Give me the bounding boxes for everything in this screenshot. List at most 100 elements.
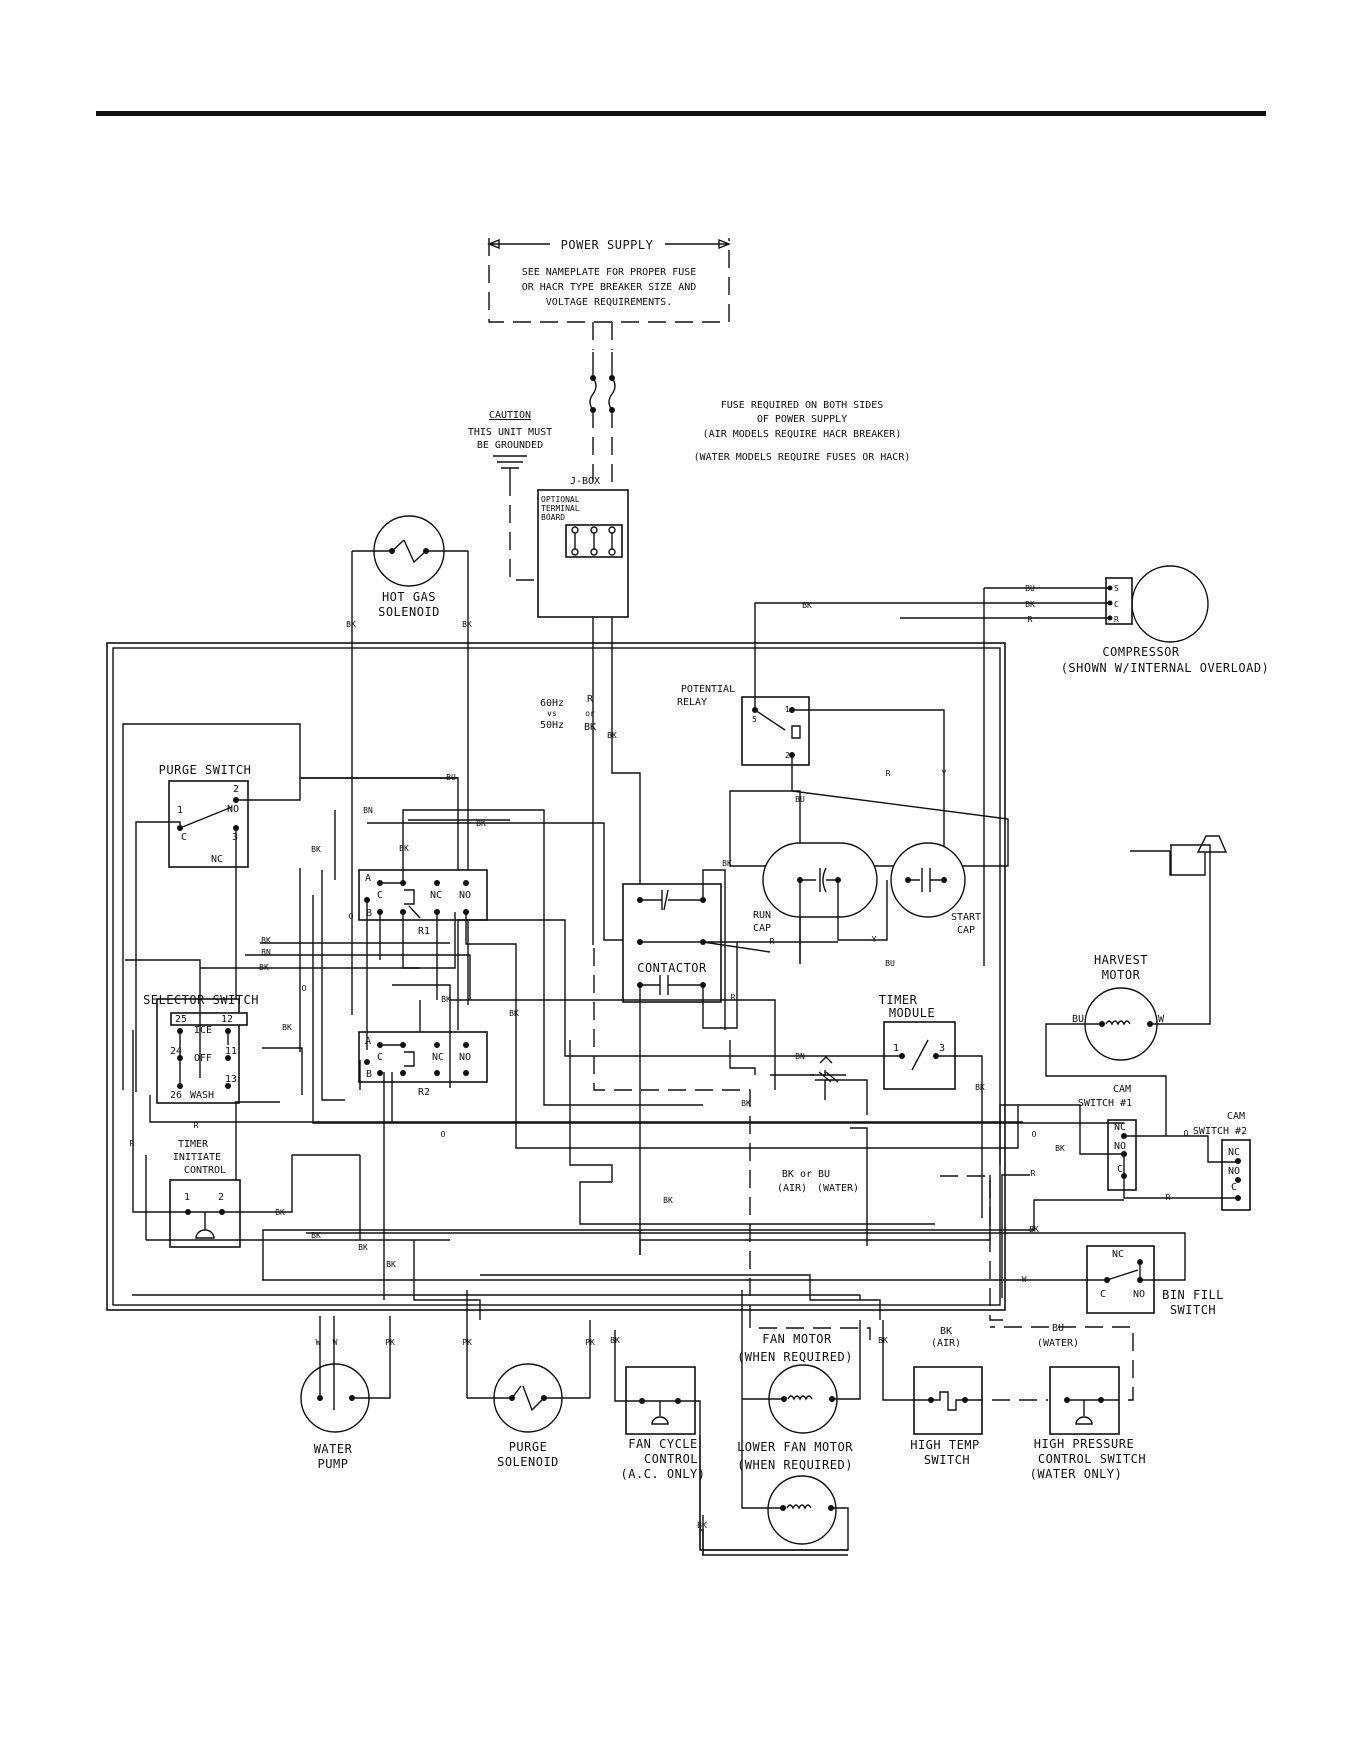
jbox-opt-1: OPTIONAL <box>541 495 580 504</box>
hz-bk: BK <box>584 722 596 733</box>
start-cap-label-1: START <box>951 912 981 923</box>
wire-code-label: PK <box>585 1338 595 1347</box>
cam2-no: NO <box>1228 1166 1240 1177</box>
wire-code-label: BU <box>1025 584 1035 593</box>
bk-air-label-1: BK <box>940 1326 952 1337</box>
wire-code-label: R <box>130 1139 135 1148</box>
fan-cycle-control: FAN CYCLE CONTROL (A.C. ONLY) <box>614 1330 705 1551</box>
compressor: S C R COMPRESSOR (SHOWN W/INTERNAL OVERL… <box>755 565 1269 966</box>
hm-wire-w: W <box>1158 1014 1165 1025</box>
potential-relay-box <box>741 696 810 766</box>
hz-label-1: 60Hz <box>540 698 564 709</box>
high-temp-label-2: SWITCH <box>924 1453 970 1467</box>
wire-code-label: BK <box>311 1231 321 1240</box>
r1-term-c: C <box>377 890 383 901</box>
timer-init-label-2: INITIATE <box>173 1152 221 1163</box>
wire-code-label: BK <box>722 859 732 868</box>
timer-init-label-1: TIMER <box>178 1139 209 1150</box>
pr-term-2: 2 <box>785 751 790 760</box>
hz-note: 60Hz vs 50Hz R or BK <box>540 617 641 945</box>
sel-term-12: 12 <box>221 1014 233 1025</box>
wire-code-label: BK <box>802 601 812 610</box>
r2-term-c: C <box>377 1052 383 1063</box>
capacitors: RUN CAP START CAP <box>753 842 981 962</box>
wire-code-label: W <box>316 1338 321 1347</box>
cam2-c: C <box>1231 1182 1237 1193</box>
r1-label: R1 <box>418 926 430 937</box>
wire-code-label: O <box>441 1130 446 1139</box>
hp-label-1: HIGH PRESSURE <box>1034 1437 1134 1451</box>
hm-wire-bu: BU <box>1072 1014 1084 1025</box>
comp-terminal-r: R <box>1114 615 1119 624</box>
caution-line-2: BE GROUNDED <box>477 440 543 451</box>
hz-label-2: vs <box>547 709 557 718</box>
cam1-no: NO <box>1114 1141 1126 1152</box>
wire-code-label: O <box>349 912 354 921</box>
wire-code-label: BK <box>358 1243 368 1252</box>
start-cap-symbol <box>890 842 966 918</box>
hot-gas-label-2: SOLENOID <box>378 605 440 619</box>
r2-term-nc: NC <box>432 1052 444 1063</box>
wire-code-label: BU <box>446 773 456 782</box>
cam1-label-2: SWITCH #1 <box>1078 1098 1132 1109</box>
wire-code-label: BU <box>795 795 805 804</box>
cam2-nc: NC <box>1228 1147 1240 1158</box>
wire-code-label: BK <box>462 620 472 629</box>
compressor-symbol <box>1131 565 1209 643</box>
wire-code-label: BK <box>399 844 409 853</box>
sel-term-24: 24 <box>170 1046 182 1057</box>
ps-term-no: NO <box>227 804 239 815</box>
wire-code-label: BK <box>975 1083 985 1092</box>
wire-code-label: BK <box>346 620 356 629</box>
wire-code-label: BK <box>311 845 321 854</box>
fuse-note-4: (WATER MODELS REQUIRE FUSES OR HACR) <box>694 452 911 463</box>
timer-initiate-control: TIMER INITIATE CONTROL 1 2 <box>132 1030 293 1248</box>
wire-code-label: R <box>194 1121 199 1130</box>
jbox-opt-3: BOARD <box>541 513 565 522</box>
fan-motor: FAN MOTOR (WHEN REQUIRED) <box>737 1320 861 1434</box>
wire-code-label: R <box>1031 1169 1036 1178</box>
compressor-label: COMPRESSOR <box>1102 645 1180 659</box>
wire-code-label: BK <box>386 1260 396 1269</box>
wire-code-label: O <box>1032 1130 1037 1139</box>
wire-code-label: PK <box>462 1338 472 1347</box>
wire-code-label: R <box>886 769 891 778</box>
contactor-label: CONTACTOR <box>637 961 707 975</box>
wire-code-label: BK <box>282 1023 292 1032</box>
purge-sol-label-2: SOLENOID <box>497 1455 559 1469</box>
hot-gas-solenoid: HOT GAS SOLENOID <box>351 515 469 1015</box>
wire-code-label: BN <box>261 948 271 957</box>
control-box-outer <box>106 642 1006 1311</box>
fuse-note-1: FUSE REQUIRED ON BOTH SIDES <box>721 400 884 411</box>
power-note-1: SEE NAMEPLATE FOR PROPER FUSE <box>522 267 697 278</box>
wire-code-label: W <box>333 1338 338 1347</box>
cam2-label-2: SWITCH #2 <box>1193 1126 1247 1137</box>
sel-term-ice: ICE <box>194 1025 212 1036</box>
hot-gas-label-1: HOT GAS <box>382 590 436 604</box>
wire-code-label: R <box>1028 615 1033 624</box>
ti-term-1: 1 <box>184 1192 190 1203</box>
sel-term-11: 11 <box>225 1046 237 1057</box>
power-note-3: VOLTAGE REQUIREMENTS. <box>546 297 672 308</box>
sel-term-off: OFF <box>194 1053 212 1064</box>
hz-or: or <box>585 709 595 718</box>
caution-line-1: THIS UNIT MUST <box>468 427 552 438</box>
wire-code-label: BK <box>607 731 617 740</box>
tm-term-3: 3 <box>939 1043 945 1054</box>
bin-fill-label-2: SWITCH <box>1170 1303 1216 1317</box>
jbox-opt-2: TERMINAL <box>541 504 580 513</box>
control-box-inner <box>112 647 1001 1306</box>
fuse-note-3: (AIR MODELS REQUIRE HACR BREAKER) <box>703 429 902 440</box>
timer-module-label-1: TIMER <box>879 993 918 1007</box>
timer-module-label-2: MODULE <box>889 1006 935 1020</box>
tm-term-1: 1 <box>893 1043 899 1054</box>
comp-terminal-s: S <box>1114 584 1119 593</box>
water-label: (WATER) <box>817 1183 859 1194</box>
lower-fan-label-1: LOWER FAN MOTOR <box>737 1440 853 1454</box>
bk-air-label-2: (AIR) <box>931 1338 961 1349</box>
relay-r1: A C B NC NO R1 <box>358 869 488 937</box>
wire-code-label: BK <box>697 1521 707 1530</box>
wire-code-label: BK <box>663 1196 673 1205</box>
power-supply-block: POWER SUPPLY SEE NAMEPLATE FOR PROPER FU… <box>487 238 731 490</box>
